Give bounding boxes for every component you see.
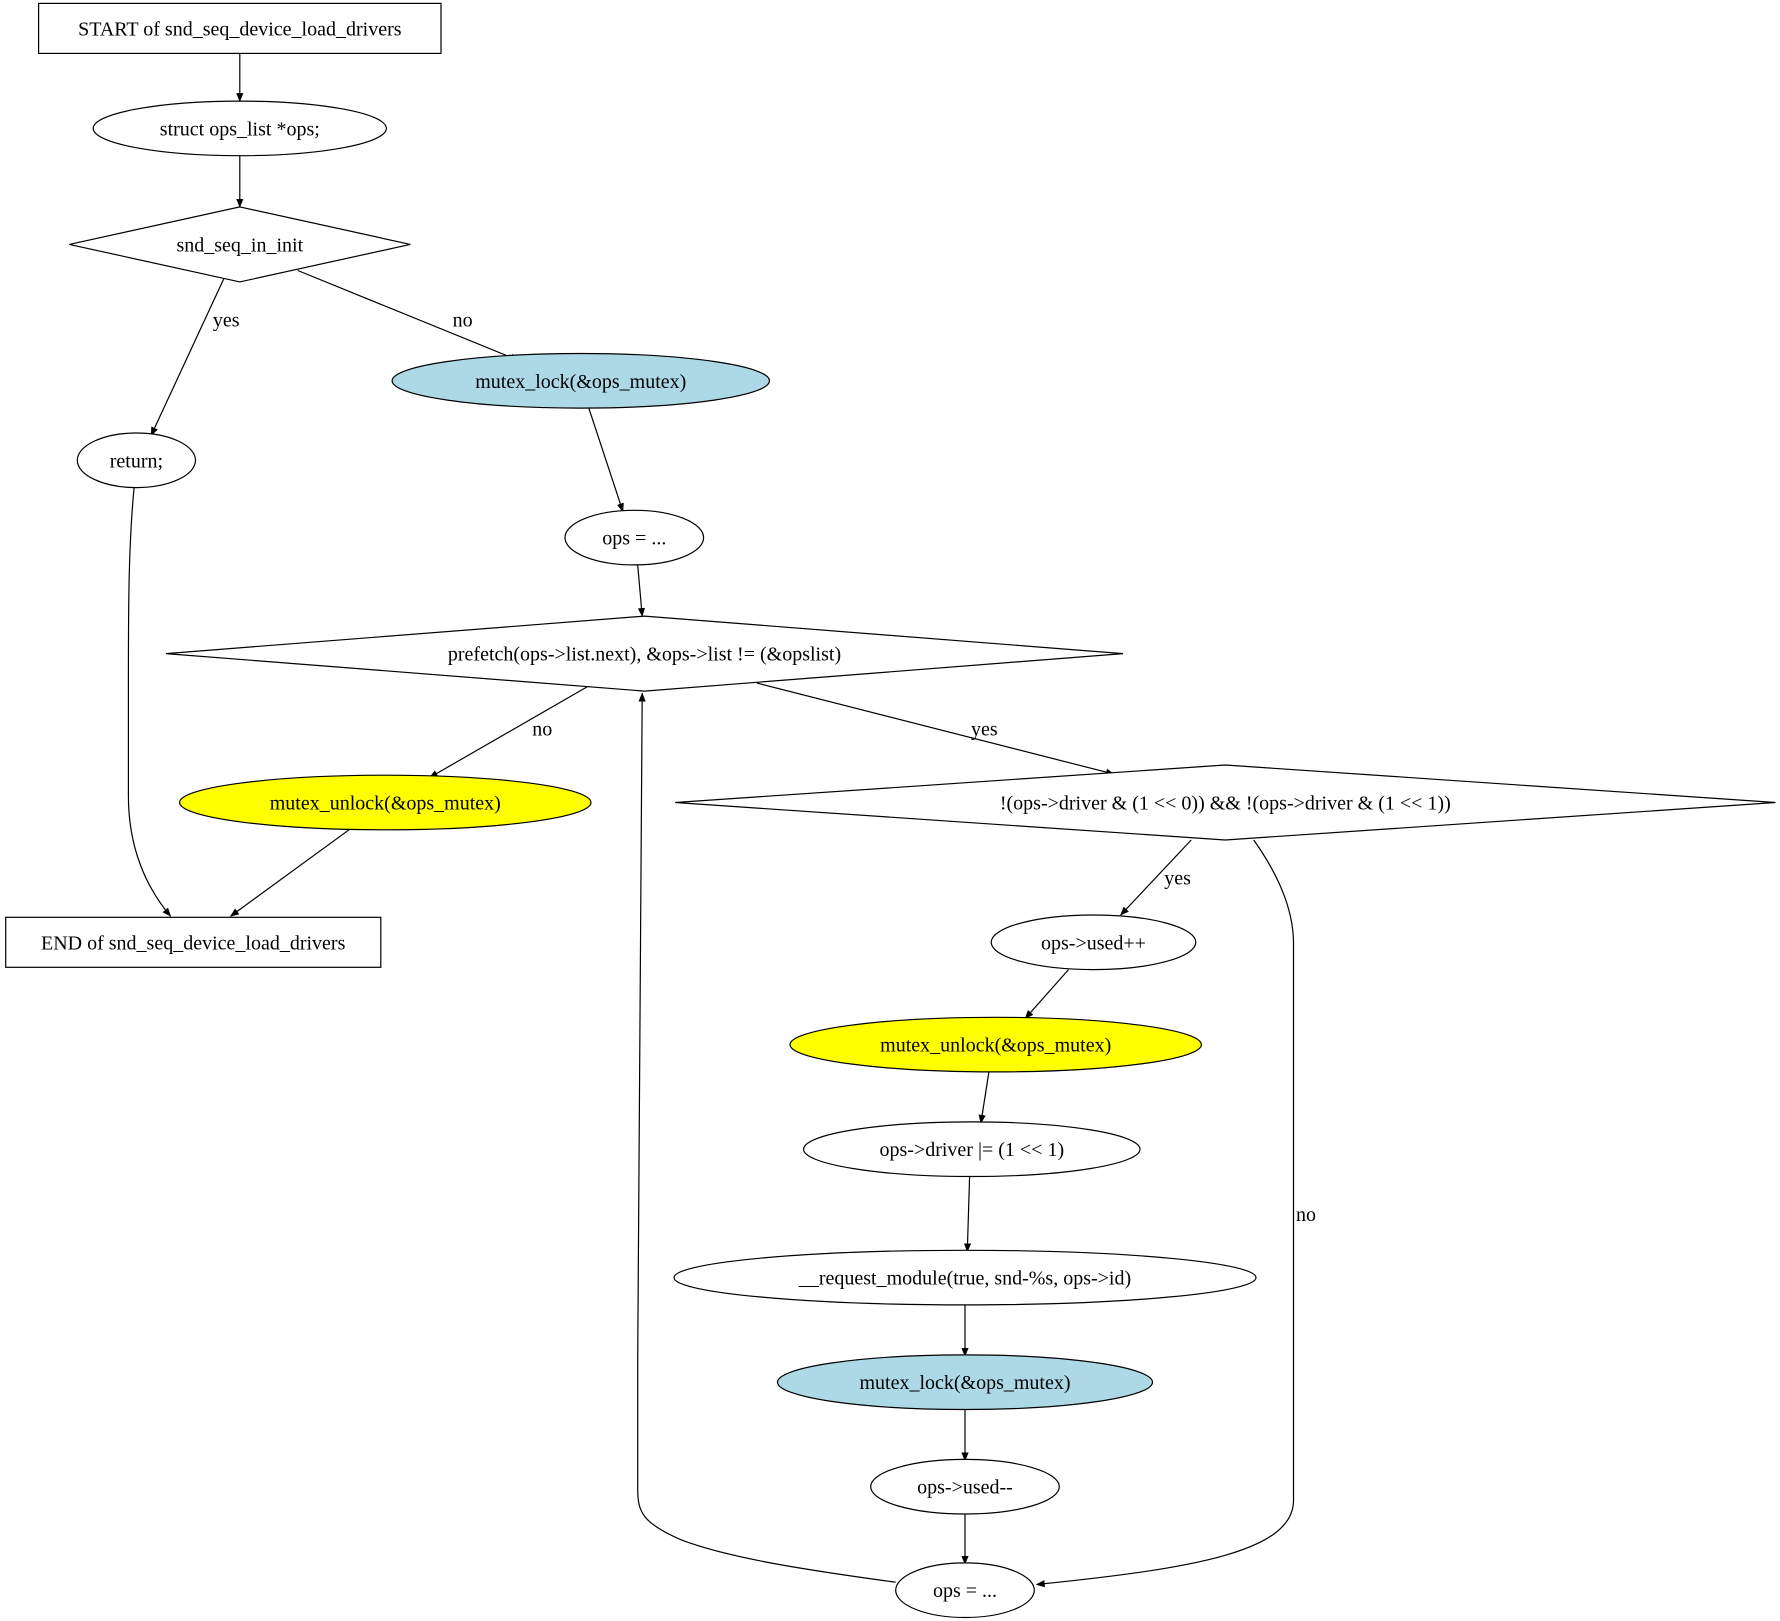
node-used_dec-shape: [870, 1458, 1060, 1515]
node-req-label: __request_module(true, snd-%s, ops->id): [798, 1268, 1131, 1290]
node-ret: return;: [76, 432, 197, 489]
edge-drv_or-req: [963, 1176, 972, 1253]
node-used_dec-label: ops->used--: [917, 1477, 1013, 1499]
node-unlock2: mutex_unlock(&ops_mutex): [789, 1016, 1202, 1073]
node-unlock2-label: mutex_unlock(&ops_mutex): [880, 1035, 1111, 1057]
node-drv_or: ops->driver |= (1 << 1): [802, 1121, 1141, 1178]
node-drv_or-shape: [802, 1121, 1141, 1178]
node-ops1-label: ops = ...: [602, 528, 666, 550]
edge-cond_init-ret: [150, 278, 225, 437]
node-unlock1-shape: [178, 774, 592, 831]
node-ret-label: return;: [110, 450, 163, 472]
node-start-shape: [37, 2, 442, 55]
edge-label-cond_drv-ops2: no: [1296, 1204, 1316, 1226]
node-end: END of snd_seq_device_load_drivers: [5, 916, 382, 968]
edge-cond_loop-unlock1: [428, 685, 588, 779]
node-start-label: START of snd_seq_device_load_drivers: [78, 18, 402, 40]
edge-used_inc-unlock2: [1024, 969, 1069, 1020]
node-decl-label: struct ops_list *ops;: [160, 118, 320, 140]
node-used_inc-label: ops->used++: [1041, 932, 1146, 954]
node-cond_drv-label: !(ops->driver & (1 << 0)) && !(ops->driv…: [1000, 793, 1451, 815]
node-used_inc-shape: [990, 914, 1197, 971]
edge-label-cond_loop-unlock1: no: [532, 719, 552, 741]
node-lock2-shape: [776, 1354, 1154, 1411]
node-lock2-label: mutex_lock(&ops_mutex): [859, 1372, 1070, 1394]
node-used_inc: ops->used++: [990, 914, 1197, 971]
node-cond_init: snd_seq_in_init: [69, 206, 411, 283]
edge-label-cond_init-lock1: no: [453, 309, 473, 331]
node-start: START of snd_seq_device_load_drivers: [37, 2, 442, 55]
node-lock1-shape: [391, 352, 771, 409]
node-ops2: ops = ...: [895, 1562, 1035, 1619]
node-used_dec: ops->used--: [870, 1458, 1060, 1515]
edge-label-cond_loop-cond_drv: yes: [971, 719, 998, 741]
node-cond_loop-shape: [165, 615, 1124, 692]
node-end-shape: [5, 916, 382, 968]
edge-ret-end: [127, 487, 172, 917]
edge-unlock1-end: [229, 829, 350, 917]
node-lock1: mutex_lock(&ops_mutex): [391, 352, 771, 409]
edge-ops1-cond_loop: [637, 564, 646, 617]
node-req-shape: [673, 1249, 1257, 1306]
edge-cond_drv-used_inc: [1120, 839, 1192, 916]
node-decl-shape: [92, 100, 388, 157]
edge-unlock2-drv_or: [978, 1071, 990, 1124]
node-req: __request_module(true, snd-%s, ops->id): [673, 1249, 1257, 1306]
edge-label-cond_init-ret: yes: [213, 309, 240, 331]
node-cond_drv-shape: [675, 764, 1776, 841]
node-ops2-label: ops = ...: [933, 1580, 997, 1602]
node-ops1: ops = ...: [564, 509, 705, 566]
node-end-label: END of snd_seq_device_load_drivers: [41, 932, 346, 954]
node-unlock1: mutex_unlock(&ops_mutex): [178, 774, 592, 831]
node-drv_or-label: ops->driver |= (1 << 1): [879, 1139, 1064, 1161]
node-ops2-shape: [895, 1562, 1035, 1619]
node-decl: struct ops_list *ops;: [92, 100, 388, 157]
edge-cond_init-lock1: [297, 269, 520, 361]
node-lock2: mutex_lock(&ops_mutex): [776, 1354, 1154, 1411]
node-unlock2-shape: [789, 1016, 1202, 1073]
node-cond_drv: !(ops->driver & (1 << 0)) && !(ops->driv…: [675, 764, 1776, 841]
node-ret-shape: [76, 432, 197, 489]
node-unlock1-label: mutex_unlock(&ops_mutex): [270, 793, 501, 815]
edge-cond_drv-ops2: [1035, 839, 1295, 1588]
edge-lock1-ops1: [588, 407, 624, 513]
node-lock1-label: mutex_lock(&ops_mutex): [475, 371, 686, 393]
edge-cond_loop-cond_drv: [756, 682, 1115, 776]
node-cond_loop-label: prefetch(ops->list.next), &ops->list != …: [448, 644, 841, 666]
edge-label-cond_drv-used_inc: yes: [1164, 868, 1191, 890]
node-cond_init-label: snd_seq_in_init: [176, 234, 303, 256]
node-cond_init-shape: [69, 206, 411, 283]
node-ops1-shape: [564, 509, 705, 566]
node-cond_loop: prefetch(ops->list.next), &ops->list != …: [165, 615, 1124, 692]
